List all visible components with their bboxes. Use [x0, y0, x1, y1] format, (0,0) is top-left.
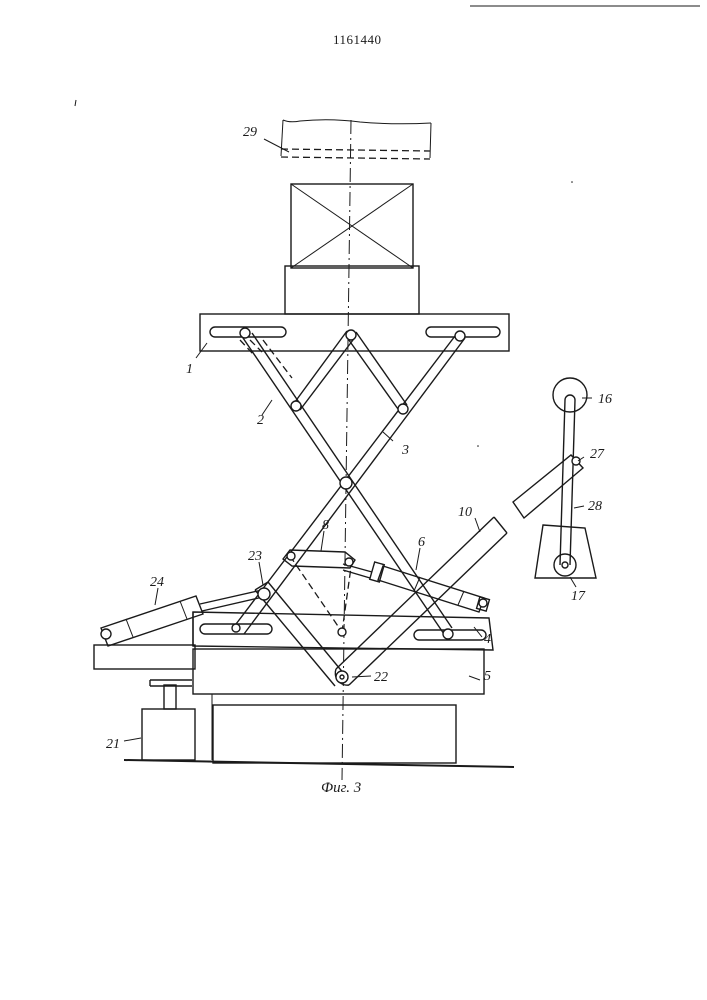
scan-specks	[75, 100, 573, 447]
label-3: 3	[401, 443, 409, 458]
label-8: 8	[322, 518, 329, 533]
label-24: 24	[150, 575, 164, 590]
label-2: 2	[257, 413, 264, 428]
label-29: 29	[243, 125, 257, 140]
right-linkage-assembly	[513, 378, 596, 578]
actuator-21	[142, 680, 195, 760]
label-6: 6	[418, 535, 425, 550]
leader-lines	[124, 139, 592, 741]
left-plate	[94, 645, 195, 669]
label-23: 23	[248, 549, 262, 564]
load-support-block	[285, 266, 419, 314]
label-4: 4	[484, 632, 491, 647]
foundation-block	[213, 705, 456, 763]
label-28: 28	[588, 499, 602, 514]
load-box	[291, 184, 413, 268]
label-21: 21	[106, 737, 120, 752]
part-29-outline	[281, 120, 431, 159]
pivot-pins	[232, 328, 487, 683]
figure-caption: Фиг. 3	[321, 780, 361, 796]
cylinder-24	[101, 590, 263, 646]
label-5: 5	[484, 669, 491, 684]
label-22: 22	[374, 670, 388, 685]
label-27: 27	[590, 447, 605, 462]
label-17: 17	[571, 589, 586, 604]
patent-number: 1161440	[333, 32, 382, 47]
label-10: 10	[458, 505, 472, 520]
label-16: 16	[598, 392, 612, 407]
label-1: 1	[186, 362, 193, 377]
reference-labels: 29 1 2 3 16 27 28 17 10 8 6 23 24 4 22 5…	[106, 125, 612, 752]
